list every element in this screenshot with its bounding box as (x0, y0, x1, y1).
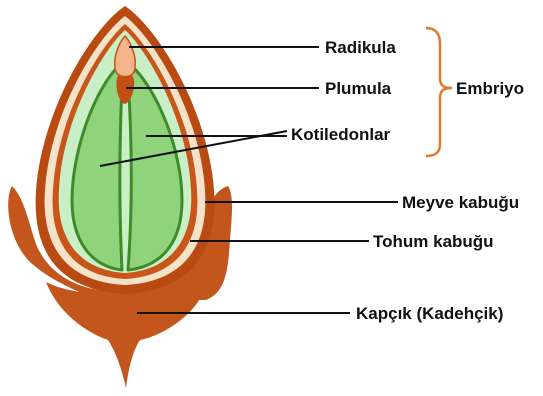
label-meyve-kabugu: Meyve kabuğu (402, 193, 519, 212)
label-radikula: Radikula (325, 38, 396, 57)
label-plumula: Plumula (325, 79, 392, 98)
calyx-base (46, 282, 208, 388)
label-kotiledonlar: Kotiledonlar (291, 125, 391, 144)
embryo-bracket (426, 28, 452, 156)
label-embriyo: Embriyo (456, 79, 524, 98)
label-kapcik: Kapçık (Kadehçik) (356, 304, 503, 323)
label-tohum-kabugu: Tohum kabuğu (373, 232, 494, 251)
bracket-shape (426, 28, 452, 156)
